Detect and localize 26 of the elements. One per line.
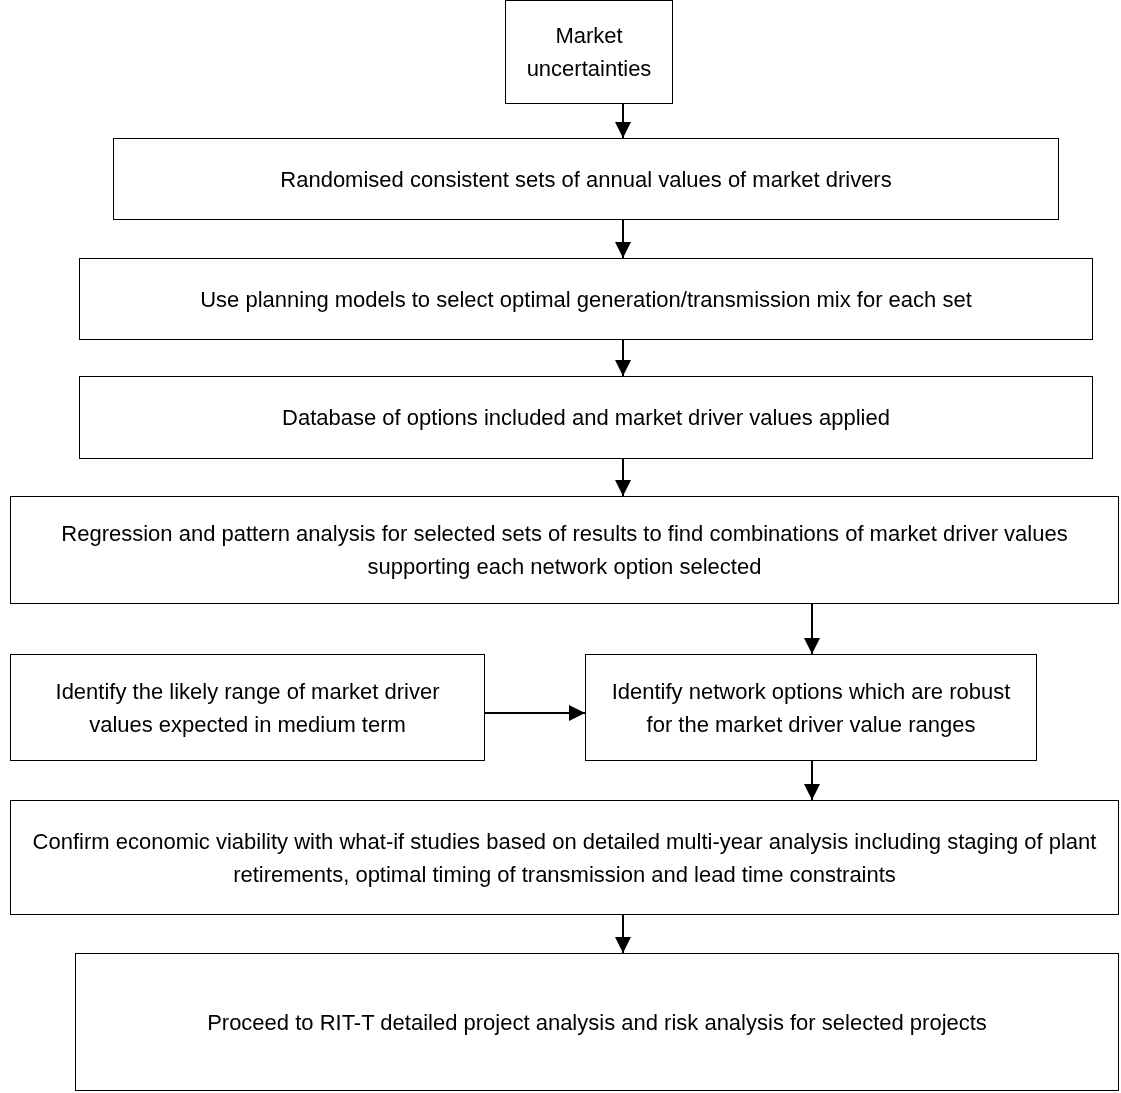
process-box xyxy=(505,0,673,104)
arrow xyxy=(615,103,631,139)
arrow xyxy=(804,760,820,801)
process-box xyxy=(113,138,1059,220)
process-box xyxy=(10,496,1119,604)
step-text: Proceed to RIT-T detailed project analysis and risk analysis for selected projects xyxy=(207,1008,987,1037)
arrow xyxy=(615,219,631,259)
step-text: Regression and pattern analysis for selected sets of results to find combinations of market driver values supporting each network option selected xyxy=(60,520,1069,581)
process-box xyxy=(75,953,1119,1091)
process-box xyxy=(79,258,1093,340)
step-text: Identify the likely range of market driver values expected in medium term xyxy=(54,677,441,739)
process-box xyxy=(585,654,1037,761)
process-box xyxy=(10,654,485,761)
process-box xyxy=(10,800,1119,915)
arrow xyxy=(615,914,631,954)
arrow xyxy=(615,458,631,497)
arrow xyxy=(804,603,820,655)
step-text: Confirm economic viability with what-if studies based on detailed multi-year analysis including staging of plant retirements, optimal timing of transmission and lead time constraints xyxy=(31,827,1098,889)
process-box xyxy=(79,376,1093,459)
step-text: Market uncertainties xyxy=(525,22,653,83)
arrow xyxy=(484,705,586,721)
step-text: Randomised consistent sets of annual values of market drivers xyxy=(280,165,892,194)
step-text: Database of options included and market driver values applied xyxy=(282,404,890,432)
step-text: Use planning models to select optimal generation/transmission mix for each set xyxy=(200,285,972,314)
arrow xyxy=(615,339,631,377)
step-text: Identify network options which are robust for the market driver value ranges xyxy=(610,677,1012,739)
